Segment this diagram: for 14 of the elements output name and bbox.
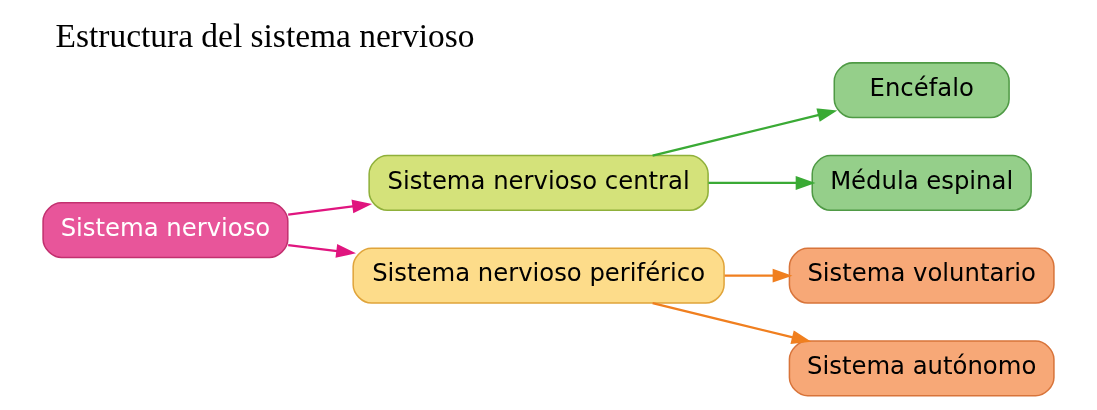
node-box: Sistema nervioso [42,201,289,259]
node-box: Sistema nervioso central [368,154,709,212]
arrow [708,176,816,190]
node-box: Sistema autónomo [788,340,1055,397]
arrow [652,302,812,344]
arrow [288,243,356,258]
arrow [288,199,373,216]
diagram-title: Estructura del sistema nervioso [55,17,475,55]
node-box: Sistema nervioso periférico [352,247,725,304]
arrow [652,108,838,157]
node-box: Encéfalo [833,62,1010,119]
node-box: Sistema voluntario [788,247,1055,304]
arrow [724,268,793,283]
node-box: Médula espinal [811,154,1032,212]
